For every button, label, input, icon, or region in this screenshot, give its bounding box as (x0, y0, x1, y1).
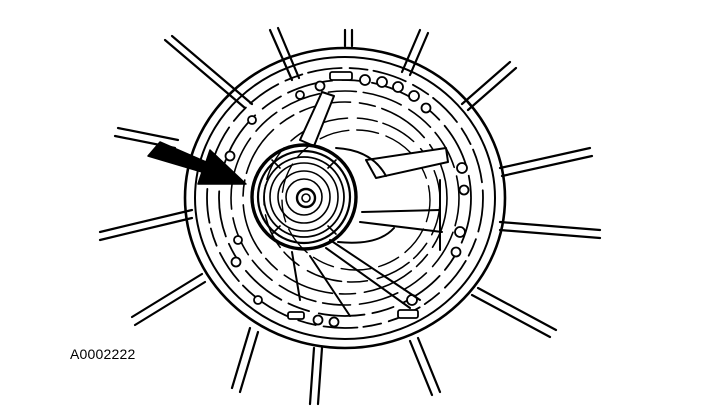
fluid-channel-ring (206, 67, 484, 329)
lower-partition (309, 255, 351, 317)
internal-vanes (291, 91, 449, 317)
spoke (408, 31, 430, 77)
inner-arc (335, 147, 387, 177)
hub-ring (256, 149, 352, 245)
lower-partition (291, 251, 301, 301)
fluid-channel-ring (218, 79, 472, 317)
hub-teeth (271, 159, 337, 235)
port-slot (287, 311, 305, 320)
upper-valve-lever (299, 91, 335, 147)
fluid-channel-ring (242, 101, 448, 295)
hub-outer-ring (250, 143, 358, 251)
bolt-hole (247, 115, 257, 125)
spoke (276, 26, 301, 80)
bolt-hole (408, 90, 420, 102)
bolt-hole (312, 314, 324, 326)
right-valve-lever (365, 147, 449, 179)
bolt-hole (359, 74, 371, 86)
spoke (98, 208, 194, 234)
hub-bore (295, 187, 317, 209)
bolt-holes (224, 74, 470, 328)
bolt-hole (392, 81, 404, 93)
figure-reference-code: A0002222 (70, 346, 136, 362)
spoke (400, 28, 422, 74)
bolt-hole (454, 226, 466, 238)
hub-ring (285, 178, 323, 216)
inner-arc (337, 227, 395, 244)
spoke (316, 346, 324, 406)
hub-ring (263, 156, 345, 238)
spoke (466, 66, 518, 112)
bolt-hole (233, 235, 243, 245)
spoke (470, 293, 552, 339)
spoke (416, 336, 442, 394)
outer-housing-ring (183, 46, 507, 350)
outer-housing-ring-inner (194, 56, 496, 340)
spoke (498, 220, 602, 232)
bolt-hole (295, 90, 305, 100)
spoke (163, 38, 247, 110)
bolt-hole (314, 80, 326, 92)
hub-bore-inner (301, 193, 311, 203)
spoke (98, 216, 194, 242)
bolt-hole (450, 246, 462, 258)
hub-ring (277, 170, 331, 224)
spoke (476, 286, 558, 332)
spoke (408, 339, 434, 397)
port-slots (287, 71, 419, 320)
fluid-channel-ring (263, 117, 441, 283)
callout-arrow (147, 141, 247, 185)
right-partition (359, 221, 443, 233)
housing-rings (183, 46, 507, 350)
bolt-hole (224, 150, 236, 162)
spoke (238, 330, 260, 394)
spoke (500, 154, 594, 178)
spoke (460, 60, 512, 106)
spoke (133, 280, 207, 327)
spoke (130, 272, 204, 319)
spoke (268, 28, 294, 82)
spoke (230, 326, 252, 390)
spoke (116, 126, 180, 142)
port-slot (329, 71, 353, 81)
fluid-channel-ring (230, 90, 460, 306)
bolt-hole (456, 162, 468, 174)
spoke (308, 346, 316, 406)
bolt-hole (253, 295, 263, 305)
lower-partition (325, 247, 411, 309)
callout-arrow-shape (147, 141, 247, 185)
bolt-hole (328, 316, 340, 328)
bolt-hole (230, 256, 242, 268)
center-hub-seal[interactable] (250, 143, 358, 251)
hub-ring (269, 162, 339, 232)
bolt-hole (376, 76, 388, 88)
spoke (498, 146, 592, 170)
spoke (498, 228, 602, 240)
lower-partition (329, 239, 421, 301)
spoke (170, 34, 254, 106)
port-slot (397, 309, 419, 319)
bolt-hole (420, 102, 432, 114)
bolt-hole (458, 184, 470, 196)
right-partition (361, 209, 441, 213)
radial-spokes (98, 26, 602, 406)
